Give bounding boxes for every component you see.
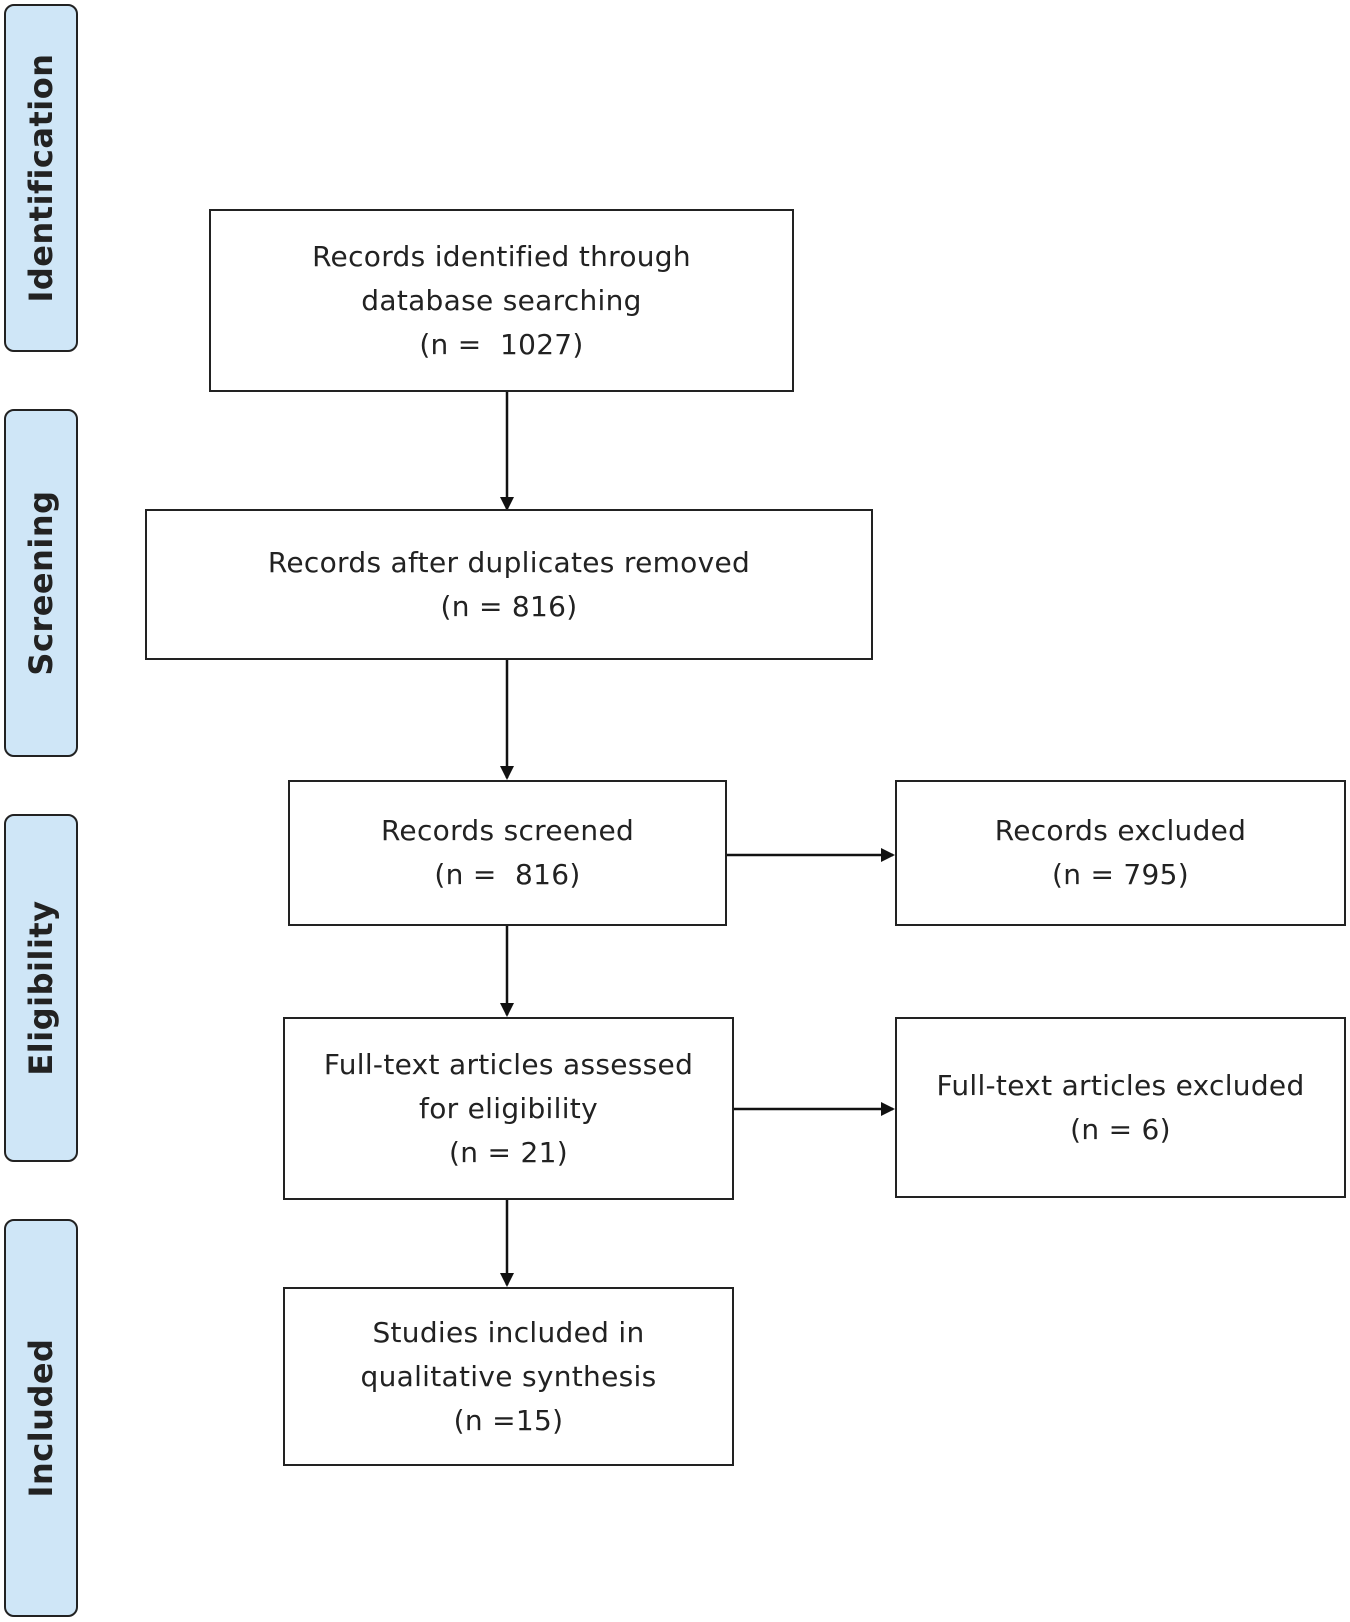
fulltext-assessed-line1: Full-text articles assessed bbox=[323, 1047, 694, 1081]
box-fulltext-assessed: Full-text articles assessed for eligibil… bbox=[283, 1017, 734, 1200]
studies-included-count: (n =15) bbox=[453, 1403, 564, 1437]
box-records-excluded: Records excluded (n = 795) bbox=[895, 780, 1346, 926]
phase-identification: Identification bbox=[4, 4, 78, 352]
after-duplicates-count: (n = 816) bbox=[440, 589, 578, 623]
phase-included: Included bbox=[4, 1219, 78, 1617]
box-records-identified: Records identified through database sear… bbox=[209, 209, 794, 392]
box-fulltext-excluded: Full-text articles excluded (n = 6) bbox=[895, 1017, 1346, 1198]
box-studies-included: Studies included in qualitative synthesi… bbox=[283, 1287, 734, 1466]
records-identified-line2: database searching bbox=[361, 283, 642, 317]
fulltext-assessed-count: (n = 21) bbox=[449, 1135, 568, 1169]
fulltext-excluded-line1: Full-text articles excluded bbox=[936, 1068, 1305, 1102]
records-screened-line1: Records screened bbox=[380, 814, 635, 847]
phase-screening: Screening bbox=[4, 409, 78, 757]
records-identified-line1: Records identified through bbox=[312, 239, 691, 273]
records-excluded-count: (n = 795) bbox=[1052, 858, 1189, 891]
fulltext-excluded-count: (n = 6) bbox=[1070, 1112, 1171, 1146]
records-identified-count: (n = 1027) bbox=[419, 327, 584, 361]
phase-eligibility: Eligibility bbox=[4, 814, 78, 1162]
fulltext-assessed-line2: for eligibility bbox=[419, 1091, 598, 1125]
studies-included-line2: qualitative synthesis bbox=[360, 1359, 657, 1393]
records-excluded-line1: Records excluded bbox=[994, 814, 1247, 847]
studies-included-line1: Studies included in bbox=[372, 1315, 645, 1349]
records-screened-count: (n = 816) bbox=[434, 858, 581, 891]
after-duplicates-line1: Records after duplicates removed bbox=[267, 545, 751, 579]
box-records-screened: Records screened (n = 816) bbox=[288, 780, 727, 926]
box-records-after-duplicates: Records after duplicates removed (n = 81… bbox=[145, 509, 873, 660]
